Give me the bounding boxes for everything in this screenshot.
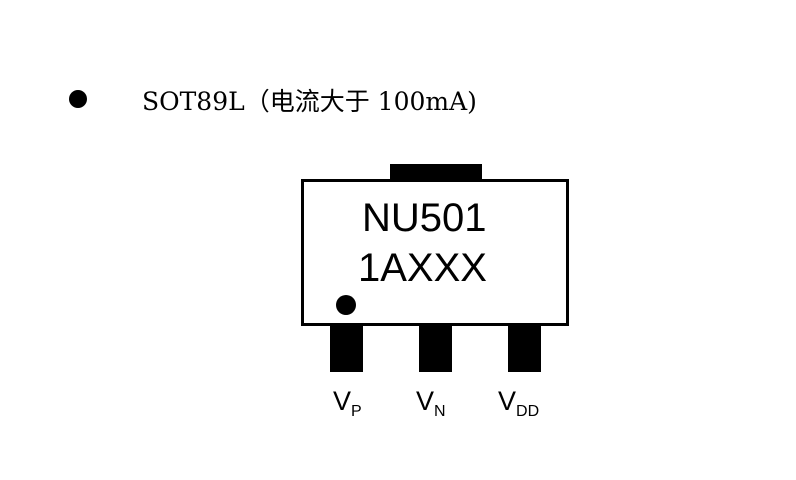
pin-label-vn: VN <box>416 386 446 420</box>
pin-label-main: V <box>498 386 517 416</box>
package-tab <box>390 164 482 181</box>
pin-lead-2 <box>419 326 452 372</box>
pin-label-vdd: VDD <box>498 386 539 420</box>
package-marking-line-2: 1AXXX <box>358 246 487 290</box>
pin-label-vp: VP <box>333 386 362 420</box>
pin-lead-1 <box>330 326 363 372</box>
bullet-point-icon <box>69 90 87 108</box>
package-marking-line-1: NU501 <box>362 196 487 240</box>
pin-1-indicator-dot <box>336 295 356 315</box>
pin-label-subscript: N <box>434 403 446 420</box>
pin-label-subscript: DD <box>516 403 540 420</box>
pin-label-subscript: P <box>351 403 362 420</box>
pin-lead-3 <box>508 326 541 372</box>
package-heading: SOT89L（电流大于 100mA) <box>142 87 477 116</box>
pin-label-main: V <box>333 386 352 416</box>
pin-label-main: V <box>416 386 435 416</box>
